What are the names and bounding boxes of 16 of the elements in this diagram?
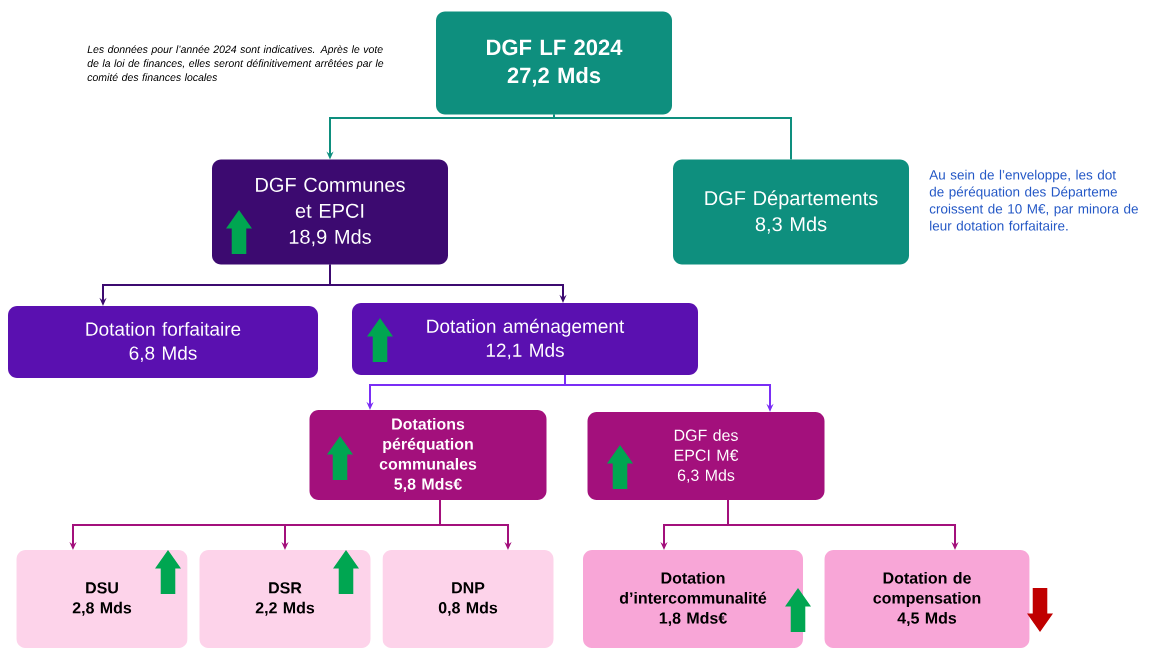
amount-box: DGF des EPCI M€ 6,3 Mds <box>587 412 825 500</box>
amount-box: Dotations péréquation communales 5,8 Mds€ <box>309 410 547 500</box>
amount-box: Dotation forfaitaire 6,8 Mds <box>8 306 318 378</box>
amount-box: DSR 2,2 Mds <box>199 550 371 648</box>
node-label: DGF LF 2024 <box>487 39 623 56</box>
amount-box: Dotation aménagement 12,1 Mds <box>352 303 698 375</box>
node-label: 27,2 Mds <box>507 67 601 87</box>
amount-box: DNP 0,8 Mds <box>382 550 554 648</box>
note: Les données pour l’année 2024 sont indicatives. Après le vote de la loi de finances, elles seront définitivement arrêtées par le comité des finances locales <box>87 45 384 82</box>
amount-box: Dotation d’intercommunalité 1,8 Mds€ <box>583 550 803 648</box>
amount-box: DGF LF 2024 27,2 Mds <box>436 11 672 115</box>
amount-box: DGF Départements 8,3 Mds <box>673 159 909 265</box>
amount-box: DSU 2,8 Mds <box>16 550 188 648</box>
amount-box: DGF Communes et EPCI 18,9 Mds <box>212 159 448 265</box>
amount-box: Dotation de compensation 4,5 Mds <box>824 550 1030 648</box>
side-note: Au sein de l’enveloppe, les dot de péréquation des Départeme croissent de 10 M€, par minora de leur dotation forfaitaire. <box>929 169 1138 231</box>
